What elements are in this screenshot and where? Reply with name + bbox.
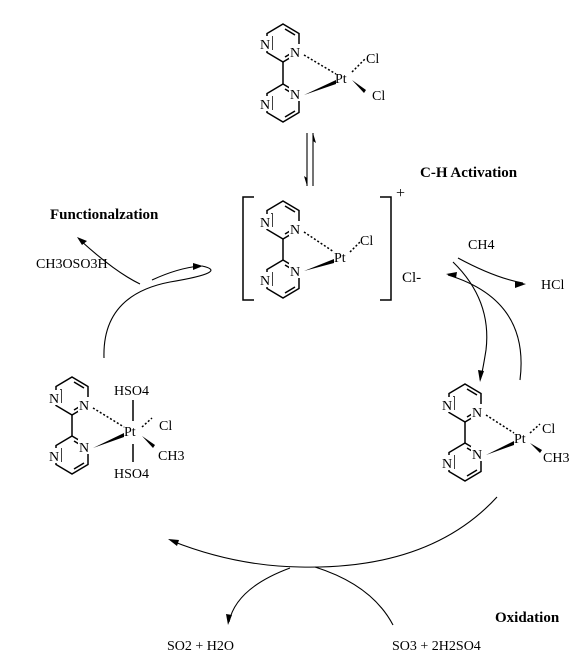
atom-n: N — [290, 223, 300, 238]
complex-pt-iv: N N N N Pt HSO4 Cl CH3 HSO4 — [48, 376, 184, 482]
group-ch3: CH3 — [543, 451, 569, 466]
atom-pt: Pt — [514, 432, 526, 447]
atom-n: N — [290, 46, 300, 61]
atom-n: N — [49, 392, 59, 407]
atom-n: N — [442, 399, 452, 414]
reagent-hcl: HCl — [541, 278, 564, 293]
atom-pt: Pt — [335, 72, 347, 87]
atom-n: N — [442, 457, 452, 472]
byproduct-so2-h2o: SO2 + H2O — [167, 639, 234, 654]
atom-n: N — [260, 98, 270, 113]
atom-n: N — [472, 448, 482, 463]
atom-n: N — [260, 216, 270, 231]
atom-n: N — [79, 441, 89, 456]
product-methyl-bisulfate: CH3OSO3H — [36, 257, 108, 272]
atom-cl: Cl — [366, 52, 379, 67]
reagent-methane: CH4 — [468, 238, 494, 253]
ch-activation-arrows — [446, 257, 526, 382]
step-label-functionalization: Functionalzation — [50, 207, 159, 223]
complex-pt-cation: + N N N N Pt Cl — [242, 185, 405, 301]
oxidation-arrows — [168, 496, 498, 626]
charge-plus: + — [396, 185, 405, 202]
atom-n: N — [290, 265, 300, 280]
atom-pt: Pt — [124, 425, 136, 440]
counter-ion-chloride: Cl- — [402, 270, 421, 286]
atom-cl: Cl — [372, 89, 385, 104]
atom-n: N — [260, 274, 270, 289]
complex-pt-methyl: N N N N Pt Cl CH3 — [441, 383, 569, 482]
atom-cl: Cl — [159, 419, 172, 434]
atom-n: N — [260, 38, 270, 53]
group-ch3: CH3 — [158, 449, 184, 464]
reagent-oxidant: SO3 + 2H2SO4 — [392, 639, 481, 654]
functionalization-arrows — [77, 237, 212, 359]
atom-pt: Pt — [334, 251, 346, 266]
step-label-ch-activation: C-H Activation — [420, 165, 518, 181]
atom-cl: Cl — [542, 422, 555, 437]
atom-n: N — [472, 406, 482, 421]
group-hso4-top: HSO4 — [114, 384, 149, 399]
step-label-oxidation: Oxidation — [495, 610, 560, 626]
equilibrium-arrows — [304, 133, 316, 186]
atom-n: N — [290, 88, 300, 103]
group-hso4-bottom: HSO4 — [114, 467, 149, 482]
complex-pt-dichloride: N N N N Pt Cl Cl — [259, 23, 385, 123]
atom-n: N — [79, 399, 89, 414]
atom-cl: Cl — [360, 234, 373, 249]
atom-n: N — [49, 450, 59, 465]
